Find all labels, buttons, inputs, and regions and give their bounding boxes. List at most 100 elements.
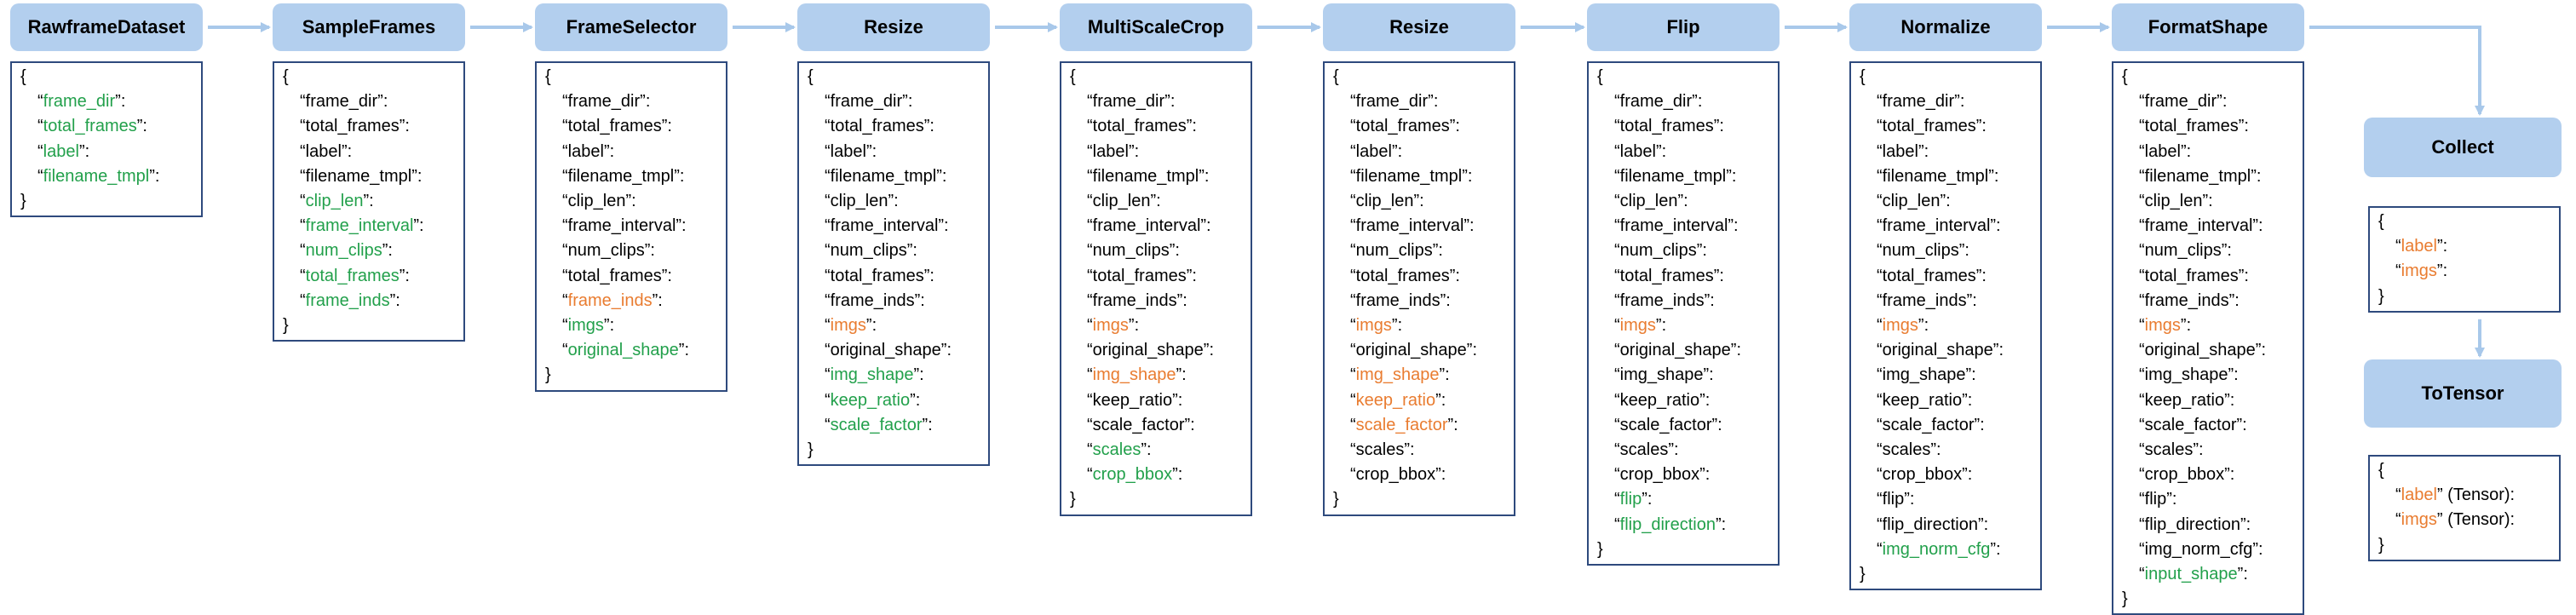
brace-open: {: [808, 67, 814, 86]
field-num-clips: “num_clips”:: [2139, 241, 2232, 261]
field-imgs: “imgs”:: [825, 316, 877, 336]
field-frame-inds: “frame_inds”:: [562, 290, 663, 310]
stage-formatshape-label: FormatShape: [2112, 3, 2304, 51]
field-clip-len: “clip_len”:: [1877, 192, 1951, 211]
field-img-norm-cfg: “img_norm_cfg”:: [2139, 539, 2263, 559]
brace-close: }: [545, 365, 551, 385]
field-frame-inds: “frame_inds”:: [825, 290, 925, 310]
field-img-shape: “img_shape”:: [1614, 365, 1714, 385]
field-total-frames: “total_frames”:: [37, 117, 147, 136]
field-img-shape: “img_shape”:: [1350, 365, 1450, 385]
stage-multiscalecrop-label: MultiScaleCrop: [1060, 3, 1252, 51]
field-frame-inds: “frame_inds”:: [300, 290, 400, 310]
field-original-shape: “original_shape”:: [1877, 341, 2004, 360]
field-original-shape: “original_shape”:: [1350, 341, 1477, 360]
field-num-clips: “num_clips”:: [1350, 241, 1443, 261]
field-crop-bbox: “crop_bbox”:: [1877, 465, 1973, 485]
field-total-frames: “total_frames”:: [562, 117, 672, 136]
brace-open: {: [283, 67, 289, 86]
field-frame-interval: “frame_interval”:: [1877, 216, 2001, 236]
stage-resize-label: Resize: [1323, 3, 1515, 51]
stage-rawframedataset-label: RawframeDataset: [10, 3, 203, 51]
brace-close: }: [1860, 565, 1866, 584]
field-label: “label”:: [2139, 141, 2192, 161]
field-img-shape: “img_shape”:: [1087, 365, 1187, 385]
field-scales: “scales”:: [1614, 440, 1679, 460]
stage-rawframedataset-fields: {“frame_dir”:“total_frames”:“label”:“fil…: [10, 61, 203, 218]
field-clip-len: “clip_len”:: [562, 192, 636, 211]
field-clip-len: “clip_len”:: [1350, 192, 1424, 211]
stage-formatshape-fields: {“frame_dir”:“total_frames”:“label”:“fil…: [2112, 61, 2304, 615]
field-flip-direction: “flip_direction”:: [1877, 514, 1989, 534]
field-frame-dir: “frame_dir”:: [562, 92, 651, 112]
field-total-frames: “total_frames”:: [1877, 117, 1987, 136]
field-total-frames: “total_frames”:: [1614, 266, 1724, 285]
field-imgs: “imgs”:: [2395, 262, 2448, 281]
field-input-shape: “input_shape”:: [2139, 565, 2248, 584]
field-original-shape: “original_shape”:: [1087, 341, 1214, 360]
field-flip: “flip”:: [1877, 490, 1915, 509]
field-total-frames: “total_frames”:: [1087, 266, 1197, 285]
field-scale-factor: “scale_factor”:: [1087, 415, 1195, 434]
field-imgs: “imgs”:: [1614, 316, 1667, 336]
field-img-norm-cfg: “img_norm_cfg”:: [1877, 539, 2001, 559]
field-num-clips: “num_clips”:: [1877, 241, 1969, 261]
field-original-shape: “original_shape”:: [2139, 341, 2266, 360]
brace-open: {: [2122, 67, 2128, 86]
brace-open: {: [2378, 461, 2384, 480]
field-total-frames: “total_frames”:: [562, 266, 672, 285]
field-total-frames: “total_frames”:: [1877, 266, 1987, 285]
field-img-shape: “img_shape”:: [825, 365, 924, 385]
field-label: “label”:: [1350, 141, 1403, 161]
field-flip: “flip”:: [1614, 490, 1653, 509]
brace-open: {: [1070, 67, 1076, 86]
stage-flip-label: Flip: [1587, 3, 1780, 51]
field-label: “label”:: [825, 141, 877, 161]
field-frame-dir: “frame_dir”:: [1877, 92, 1965, 112]
field-total-frames: “total_frames”:: [1350, 266, 1460, 285]
field-keep-ratio: “keep_ratio”:: [1087, 390, 1183, 410]
field-frame-dir: “frame_dir”:: [300, 92, 388, 112]
field-label: “label”:: [1877, 141, 1929, 161]
field-clip-len: “clip_len”:: [825, 192, 899, 211]
field-clip-len: “clip_len”:: [2139, 192, 2213, 211]
field-crop-bbox: “crop_bbox”:: [1614, 465, 1711, 485]
field-total-frames: “total_frames”:: [2139, 266, 2249, 285]
field-crop-bbox: “crop_bbox”:: [1350, 465, 1446, 485]
stage-collect-fields: {“label”:“imgs”:}: [2368, 206, 2561, 313]
field-total-frames: “total_frames”:: [1614, 117, 1724, 136]
field-clip-len: “clip_len”:: [300, 192, 374, 211]
field-scale-factor: “scale_factor”:: [1877, 415, 1985, 434]
field-total-frames: “total_frames”:: [300, 266, 410, 285]
brace-close: }: [20, 192, 26, 211]
field-imgs: “imgs” (Tensor):: [2395, 510, 2516, 530]
field-num-clips: “num_clips”:: [300, 241, 393, 261]
field-label: “label”:: [1087, 141, 1140, 161]
field-imgs: “imgs”:: [1087, 316, 1140, 336]
field-total-frames: “total_frames”:: [2139, 117, 2249, 136]
field-frame-interval: “frame_interval”:: [1614, 216, 1739, 236]
field-scales: “scales”:: [1877, 440, 1941, 460]
field-clip-len: “clip_len”:: [1614, 192, 1688, 211]
field-scales: “scales”:: [1350, 440, 1415, 460]
field-frame-interval: “frame_interval”:: [562, 216, 687, 236]
field-keep-ratio: “keep_ratio”:: [825, 390, 921, 410]
field-crop-bbox: “crop_bbox”:: [2139, 465, 2235, 485]
brace-close: }: [283, 316, 289, 336]
brace-open: {: [1597, 67, 1603, 86]
field-img-shape: “img_shape”:: [1877, 365, 1976, 385]
brace-close: }: [1597, 539, 1603, 559]
field-label: “label”:: [1614, 141, 1667, 161]
field-frame-interval: “frame_interval”:: [2139, 216, 2263, 236]
field-frame-dir: “frame_dir”:: [825, 92, 913, 112]
field-flip-direction: “flip_direction”:: [2139, 514, 2251, 534]
field-frame-interval: “frame_interval”:: [1087, 216, 1211, 236]
field-total-frames: “total_frames”:: [825, 117, 934, 136]
brace-open: {: [20, 67, 26, 86]
field-frame-inds: “frame_inds”:: [1087, 290, 1187, 310]
brace-close: }: [2378, 286, 2384, 306]
field-imgs: “imgs”:: [1877, 316, 1929, 336]
brace-open: {: [545, 67, 551, 86]
field-original-shape: “original_shape”:: [825, 341, 952, 360]
